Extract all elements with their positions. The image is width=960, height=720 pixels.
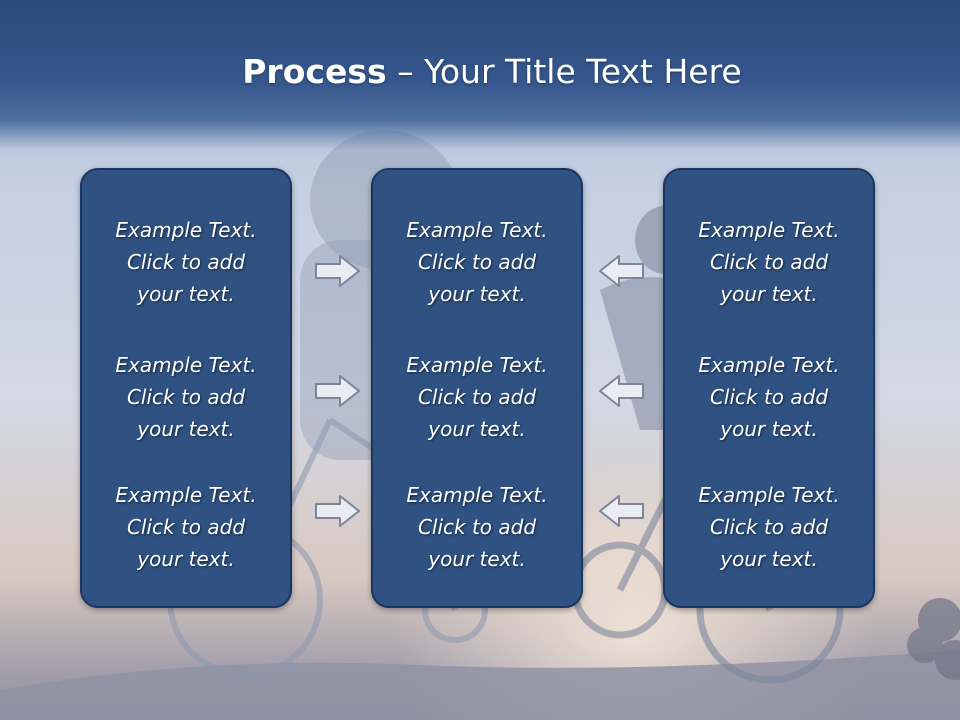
panel-text[interactable]: Example Text. Click to add your text. [406,218,548,306]
arrow-left-icon [599,255,644,287]
arrow-right-icon [315,255,360,287]
panel-text[interactable]: Example Text. Click to add your text. [115,483,257,571]
arrow-right-icon [315,375,360,407]
title-bold: Process [242,52,387,91]
process-panel-middle[interactable]: Example Text. Click to add your text. Ex… [371,168,583,608]
slide-title[interactable]: Process – Your Title Text Here [0,52,960,91]
panel-text[interactable]: Example Text. Click to add your text. [115,218,257,306]
panel-text[interactable]: Example Text. Click to add your text. [406,353,548,441]
title-rest: – Your Title Text Here [386,52,742,91]
arrow-right-icon [315,495,360,527]
process-panel-left[interactable]: Example Text. Click to add your text. Ex… [80,168,292,608]
panel-text[interactable]: Example Text. Click to add your text. [698,483,840,571]
process-panel-right[interactable]: Example Text. Click to add your text. Ex… [663,168,875,608]
panel-text[interactable]: Example Text. Click to add your text. [698,218,840,306]
panel-text[interactable]: Example Text. Click to add your text. [698,353,840,441]
arrow-left-icon [599,495,644,527]
arrow-left-icon [599,375,644,407]
title-bar [0,0,960,150]
panel-text[interactable]: Example Text. Click to add your text. [406,483,548,571]
panel-text[interactable]: Example Text. Click to add your text. [115,353,257,441]
